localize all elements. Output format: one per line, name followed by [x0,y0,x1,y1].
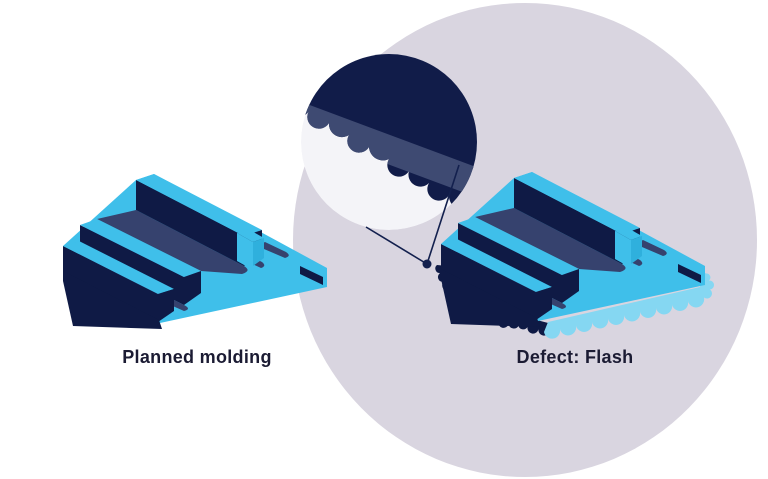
pointer-line-left [365,226,428,265]
flash-skirt-cyan [544,271,715,339]
pointer-dot [422,259,432,269]
lens-glare-band [301,91,477,206]
planned-molding-illustration [63,174,327,329]
defect-flash-caption: Defect: Flash [516,347,634,367]
planned-molding-caption: Planned molding [122,347,272,367]
pointer-line-right [426,164,460,265]
